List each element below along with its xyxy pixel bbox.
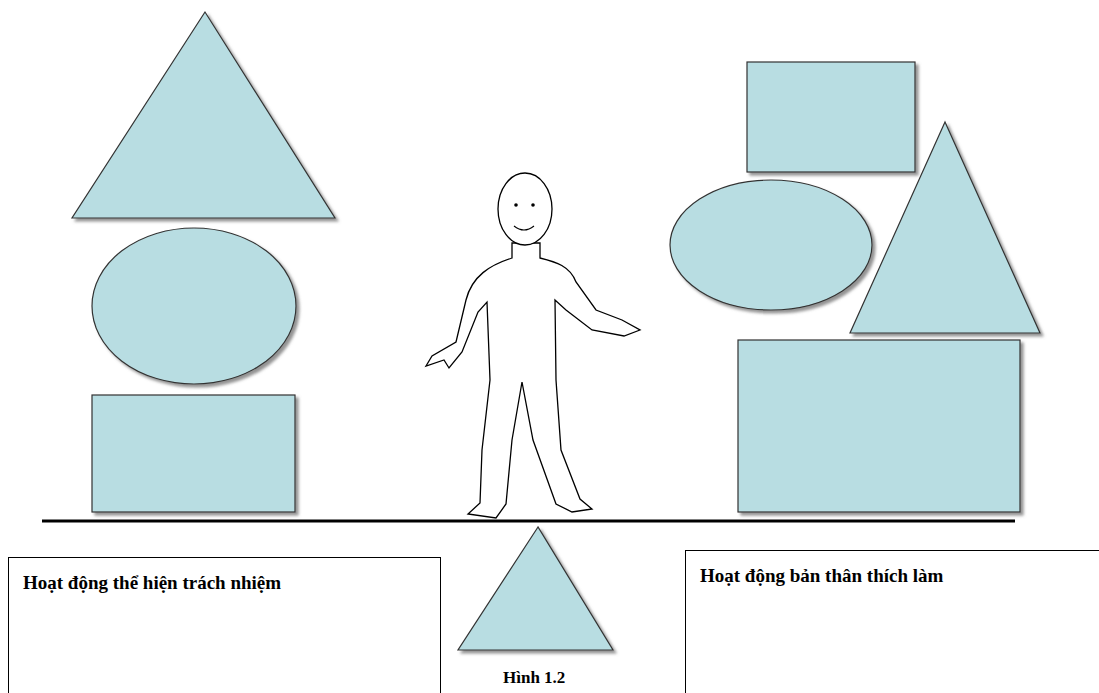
person-eye	[531, 203, 535, 207]
left-triangle	[72, 12, 335, 218]
person-smile	[514, 226, 534, 230]
box-heading: Hoạt động bản thân thích làm	[700, 565, 1090, 588]
box-heading: Hoạt động thể hiện trách nhiệm	[23, 572, 426, 595]
text-box: Hoạt động bản thân thích làm	[685, 550, 1099, 693]
person-face	[514, 203, 535, 230]
balance-plank	[42, 520, 1015, 523]
person-body	[426, 243, 640, 518]
right-ellipse	[670, 180, 872, 310]
right-big-rectangle	[738, 340, 1020, 512]
person-eye	[514, 203, 518, 207]
person-head	[498, 173, 552, 245]
text-box: Hoạt động thể hiện trách nhiệm	[8, 557, 441, 693]
left-ellipse	[92, 228, 296, 384]
left-rectangle	[92, 395, 295, 512]
right-top-rectangle	[747, 62, 915, 172]
fulcrum-triangle	[458, 527, 613, 650]
right-triangle	[850, 122, 1040, 333]
figure-caption: Hình 1.2	[503, 668, 565, 688]
person-figure	[426, 173, 640, 518]
